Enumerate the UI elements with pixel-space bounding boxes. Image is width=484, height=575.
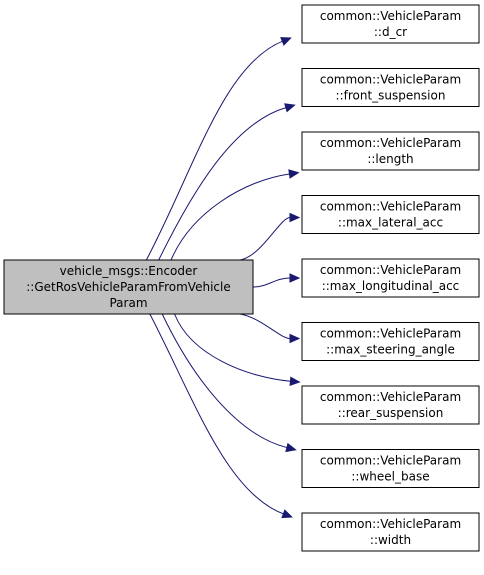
target-node-label-line: ::max_longitudinal_acc xyxy=(322,279,460,293)
source-node[interactable]: vehicle_msgs::Encoder ::GetRosVehiclePar… xyxy=(3,259,254,315)
arrowhead xyxy=(285,442,297,453)
call-edge xyxy=(174,313,291,382)
target-node-label-line: common::VehicleParam xyxy=(320,263,461,277)
arrowhead xyxy=(288,169,300,179)
target-node-label-line: ::d_cr xyxy=(374,25,407,39)
target-node-label-line: common::VehicleParam xyxy=(320,327,461,341)
target-node-label-line: ::wheel_base xyxy=(351,470,429,484)
target-node-label-line: common::VehicleParam xyxy=(320,200,461,214)
call-edge xyxy=(239,217,291,261)
arrowhead xyxy=(289,273,301,283)
target-node-label-line: common::VehicleParam xyxy=(320,390,461,404)
arrowhead xyxy=(289,376,301,386)
call-edge xyxy=(145,40,283,261)
target-node[interactable]: common::VehicleParam::max_longitudinal_a… xyxy=(301,258,480,298)
target-node[interactable]: common::VehicleParam::wheel_base xyxy=(301,449,480,488)
target-nodes: common::VehicleParam::d_crcommon::Vehicl… xyxy=(301,4,480,552)
call-edges xyxy=(145,37,301,519)
arrowhead xyxy=(284,103,296,113)
target-node-label-line: common::VehicleParam xyxy=(320,9,461,23)
source-node-label-line: vehicle_msgs::Encoder xyxy=(60,264,198,278)
source-node-label-line: Param xyxy=(109,296,147,310)
target-node[interactable]: common::VehicleParam::max_lateral_acc xyxy=(301,195,480,234)
target-node-label-line: ::max_lateral_acc xyxy=(338,216,443,230)
target-node[interactable]: common::VehicleParam::length xyxy=(301,131,480,171)
target-node-label-line: common::VehicleParam xyxy=(320,517,461,531)
target-node[interactable]: common::VehicleParam::d_cr xyxy=(301,4,480,44)
target-node-label-line: ::rear_suspension xyxy=(338,406,444,420)
target-node-label-line: ::length xyxy=(367,152,413,166)
target-node-label-line: common::VehicleParam xyxy=(320,136,461,150)
arrowhead xyxy=(289,212,301,223)
call-edge xyxy=(252,277,291,288)
call-edge xyxy=(239,313,291,339)
arrowhead xyxy=(281,509,293,519)
arrowhead xyxy=(289,333,301,344)
target-node-label-line: common::VehicleParam xyxy=(320,454,461,468)
target-node-label-line: common::VehicleParam xyxy=(320,73,461,87)
call-edge xyxy=(170,173,290,261)
call-edge xyxy=(158,107,287,261)
target-node[interactable]: common::VehicleParam::width xyxy=(301,512,480,552)
target-node[interactable]: common::VehicleParam::max_steering_angle xyxy=(301,322,480,361)
target-node-label-line: ::max_steering_angle xyxy=(326,343,455,357)
target-node-label-line: ::front_suspension xyxy=(336,89,446,103)
source-node-label-line: ::GetRosVehicleParamFromVehicle xyxy=(26,280,230,294)
target-node[interactable]: common::VehicleParam::front_suspension xyxy=(301,68,480,107)
target-node[interactable]: common::VehicleParam::rear_suspension xyxy=(301,385,480,425)
target-node-label-line: ::width xyxy=(370,533,411,547)
call-edge xyxy=(161,313,288,449)
arrowhead xyxy=(280,37,292,46)
call-edge xyxy=(149,313,284,515)
